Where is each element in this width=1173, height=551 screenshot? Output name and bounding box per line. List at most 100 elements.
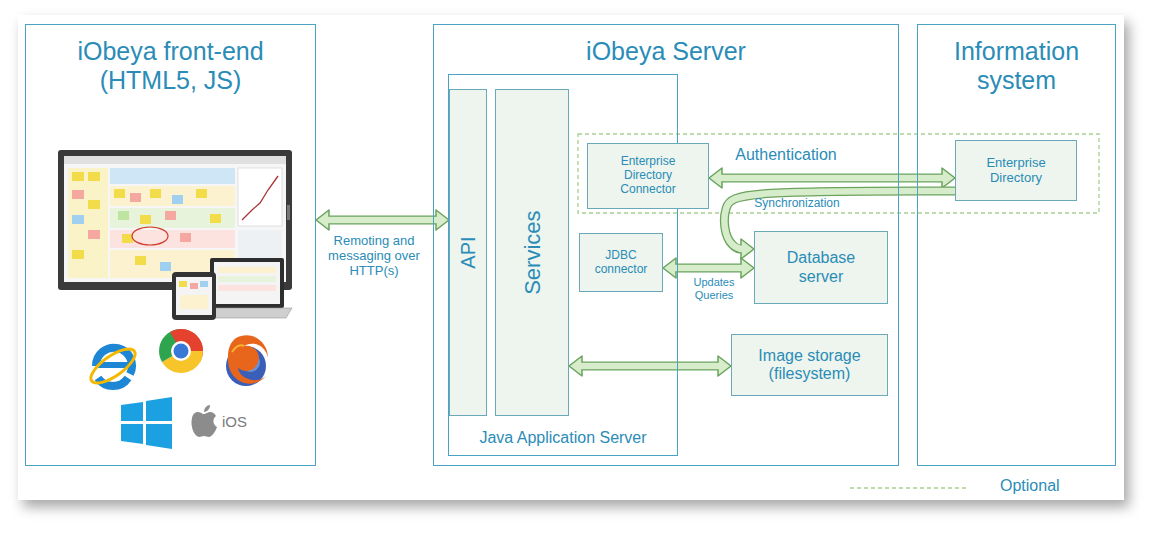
tier-panel: API Services JDBC connectorJava Applicatio…	[433, 24, 899, 466]
block-arrow	[709, 168, 955, 188]
block-arrow	[663, 258, 754, 278]
illustration-part	[140, 215, 151, 224]
illustration-part	[72, 215, 84, 224]
illustration-part	[58, 150, 292, 290]
legend-entry: Optional	[848, 476, 1060, 496]
box-label: Image storage (filesystem)	[738, 347, 881, 384]
component-box: JDBC connector	[579, 233, 663, 292]
box-label: Database server	[769, 249, 873, 286]
illustration-part	[242, 176, 278, 220]
illustration-part	[122, 234, 133, 243]
illustration-part	[86, 343, 140, 389]
box-label: API	[457, 236, 480, 268]
illustration-part	[179, 281, 187, 287]
illustration-part	[64, 156, 286, 164]
illustration-part	[160, 262, 171, 271]
illustration-part	[174, 344, 189, 359]
edge-label: Authentication	[716, 146, 856, 164]
layer-box: Services	[495, 89, 569, 416]
tier-panel: Enterprise Directory Information system	[917, 24, 1116, 466]
illustration-part	[210, 258, 284, 308]
tier-panel: iObeya front-end (HTML5, JS)	[25, 24, 316, 466]
illustration-part	[232, 345, 244, 352]
illustration-part	[214, 262, 280, 304]
legend-text: Optional	[1000, 477, 1060, 495]
illustration-part	[88, 200, 100, 209]
illustration-part	[146, 397, 172, 421]
tier-title: Information system	[926, 37, 1107, 95]
illustration-part	[110, 208, 235, 228]
illustration-part	[180, 295, 208, 309]
edge-label: Updates Queries	[684, 276, 744, 301]
illustration-part	[72, 250, 84, 259]
illustration-part	[121, 424, 143, 444]
illustration-part	[210, 214, 221, 223]
platform-label: iOS	[222, 413, 247, 430]
arrow-fill	[579, 363, 721, 370]
illustration-part	[176, 277, 212, 315]
component-box: Image storage (filesystem)	[731, 334, 888, 396]
chrome-logo	[159, 321, 208, 373]
illustration-part	[165, 211, 176, 220]
illustration-part	[88, 230, 100, 239]
illustration-part	[135, 256, 146, 265]
block-arrow	[569, 356, 731, 376]
edge-label: Remoting and messaging over HTTP(s)	[318, 234, 430, 279]
illustration-part	[132, 227, 168, 245]
firefox-logo	[226, 335, 268, 386]
layer-box: API	[449, 89, 487, 416]
windows-logo	[121, 397, 172, 449]
ie-logo	[86, 343, 140, 389]
box-label: Enterprise Directory Connector	[596, 155, 700, 196]
illustration-part	[121, 402, 143, 421]
box-label: Enterprise Directory	[964, 156, 1068, 186]
apple-logo	[191, 405, 217, 437]
illustration-part	[110, 186, 235, 206]
illustration-part	[72, 172, 84, 181]
illustration-part	[88, 172, 100, 181]
illustration-part	[204, 405, 210, 412]
edge-label: Synchronization	[742, 197, 852, 211]
illustration-part	[196, 189, 207, 198]
box-label: JDBC connector	[584, 249, 658, 277]
legend-sample	[848, 476, 970, 496]
tier-title: iObeya front-end (HTML5, JS)	[56, 37, 286, 95]
box-label: Java Application Server	[479, 429, 646, 447]
illustration-part	[68, 168, 108, 278]
illustration-part	[172, 272, 216, 320]
illustration-part	[172, 195, 183, 204]
arrow-fill	[719, 175, 945, 182]
tier-title: iObeya Server	[586, 37, 746, 66]
illustration-part	[200, 281, 208, 287]
legend-line	[850, 487, 966, 489]
illustration-part	[228, 335, 268, 383]
illustration-part	[218, 285, 276, 291]
block-arrow	[316, 210, 449, 230]
screen-illustration	[58, 150, 292, 320]
illustration-part	[191, 412, 217, 437]
illustration-part	[238, 168, 282, 226]
illustration-part	[110, 230, 235, 248]
illustration-part	[218, 267, 276, 273]
box-label: Services	[519, 210, 544, 294]
illustration-part	[72, 190, 84, 199]
optional-region	[578, 134, 1099, 213]
illustration-part	[130, 193, 141, 202]
container-box: API Services JDBC connectorJava Applicatio…	[448, 74, 678, 456]
arrow-fill	[326, 217, 439, 224]
illustration-part	[180, 233, 191, 242]
component-box: Enterprise Directory Connector	[587, 143, 709, 209]
illustration-part	[146, 424, 172, 449]
illustration-part	[110, 168, 235, 184]
illustration-part	[171, 341, 191, 361]
illustration-part	[218, 276, 276, 282]
illustration-part	[287, 205, 290, 220]
illustration-part	[114, 189, 125, 198]
illustration-part	[190, 283, 198, 289]
illustration-part	[118, 211, 129, 220]
component-box: Database server	[754, 231, 888, 304]
illustration-part	[150, 189, 161, 198]
